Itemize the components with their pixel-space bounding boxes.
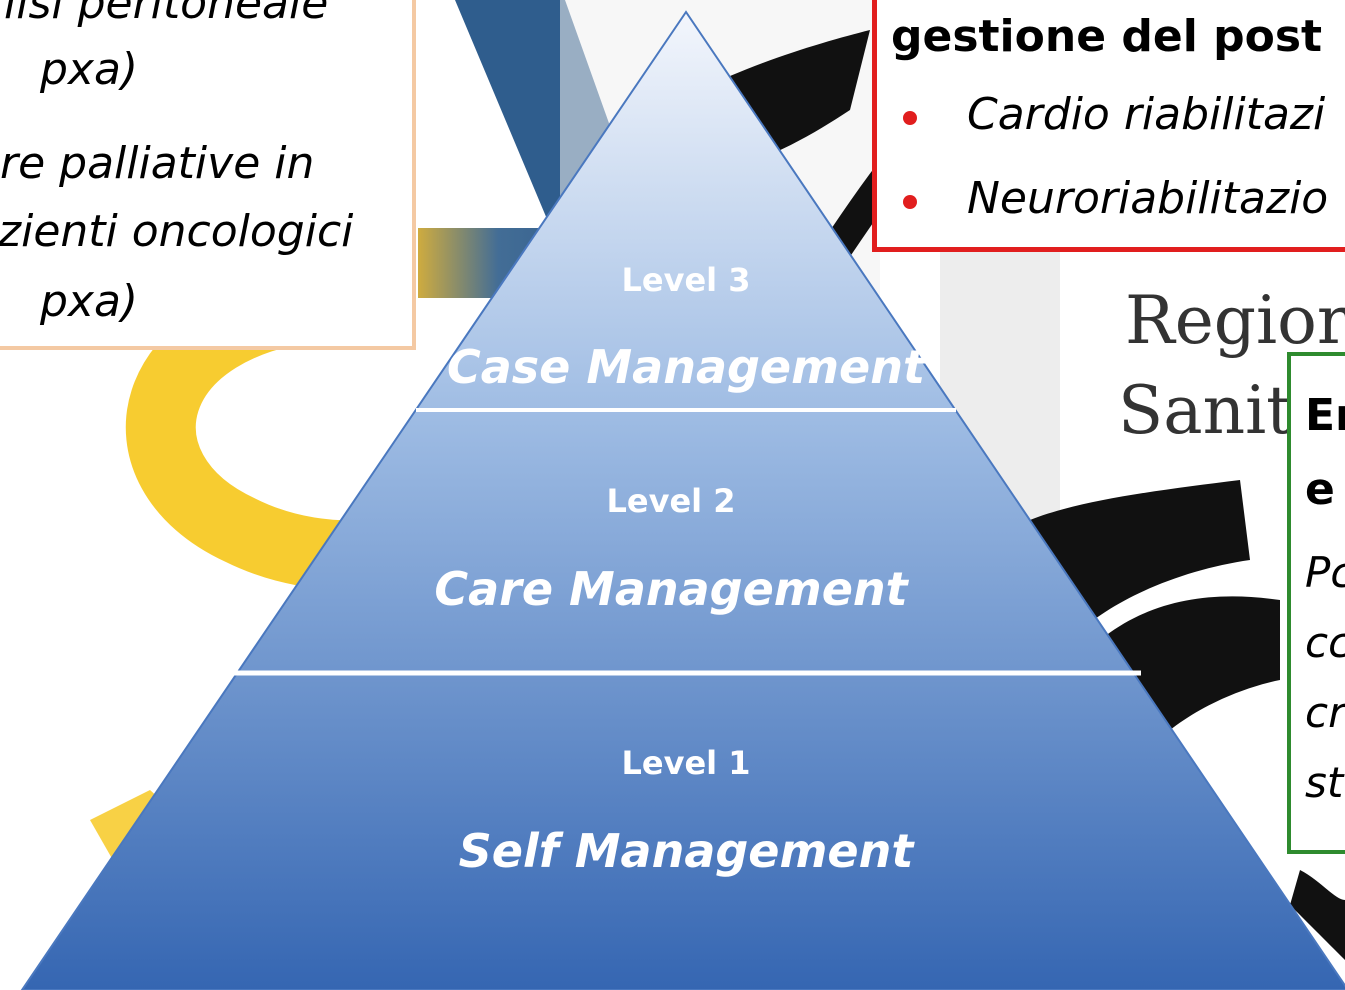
pyramid-body: [20, 10, 1345, 990]
red-bullet-1: [903, 111, 917, 125]
green-box-line-4: cc: [1305, 618, 1345, 667]
red-text-box: gestione del post Cardio riabilitazi Neu…: [872, 0, 1345, 252]
green-box-line-5: cr: [1305, 688, 1345, 737]
level-1-name: Self Management: [458, 824, 914, 878]
left-box-line-2: pxa): [40, 44, 139, 95]
logo-text-line1: Regior: [1125, 282, 1345, 359]
red-bullet-2: [903, 195, 917, 209]
red-box-heading: gestione del post: [891, 11, 1323, 62]
green-box-line-1: Er: [1305, 390, 1345, 441]
green-text-box: Er e Pc cc cr st: [1287, 352, 1345, 854]
green-box-line-3: Pc: [1305, 548, 1345, 597]
left-box-line-5: pxa): [40, 276, 139, 327]
level-3-label: Level 3: [621, 261, 751, 299]
green-box-line-2: e: [1305, 464, 1335, 515]
left-box-line-3: re palliative in: [0, 138, 315, 189]
level-1-label: Level 1: [621, 744, 751, 782]
green-box-line-6: st: [1305, 758, 1344, 807]
left-text-box: lisi peritoneale pxa) re palliative in z…: [0, 0, 416, 350]
logo-black-stroke-5: [1290, 870, 1345, 960]
level-2-name: Care Management: [434, 562, 908, 616]
level-2-label: Level 2: [606, 482, 736, 520]
level-3-name: Case Management: [447, 340, 925, 394]
left-box-line-4: zienti oncologici: [0, 206, 354, 257]
left-box-line-1: lisi peritoneale: [4, 0, 329, 29]
red-box-bullet-1: Cardio riabilitazi: [967, 89, 1326, 140]
red-box-bullet-2: Neuroriabilitazio: [967, 173, 1329, 224]
logo-text-line2: Sanit: [1118, 372, 1293, 449]
